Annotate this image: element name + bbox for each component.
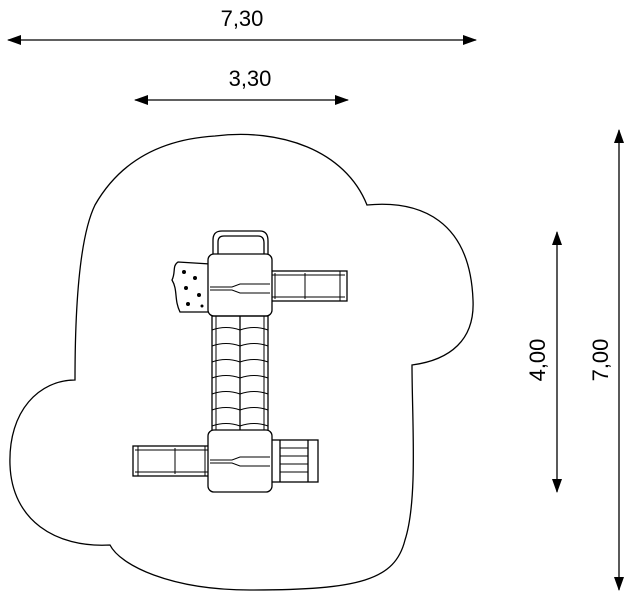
connecting-bridge xyxy=(211,315,269,433)
upper-slide xyxy=(269,270,348,302)
safety-zone-outline xyxy=(9,133,474,591)
dimension-equipment-width: 3,30 xyxy=(134,66,349,105)
bottom-tower xyxy=(207,429,273,493)
dimension-equipment-length: 4,00 xyxy=(525,231,562,493)
top-tower xyxy=(207,230,273,317)
lower-slide xyxy=(132,445,212,477)
climbing-wall xyxy=(171,261,211,313)
equipment-width-label: 3,30 xyxy=(229,66,272,91)
overall-length-label: 7,00 xyxy=(588,339,613,382)
ladder xyxy=(269,439,319,483)
overall-width-label: 7,30 xyxy=(221,6,264,31)
dimension-overall-width: 7,30 xyxy=(7,6,477,45)
equipment-length-label: 4,00 xyxy=(525,339,550,382)
dimension-overall-length: 7,00 xyxy=(588,129,624,591)
